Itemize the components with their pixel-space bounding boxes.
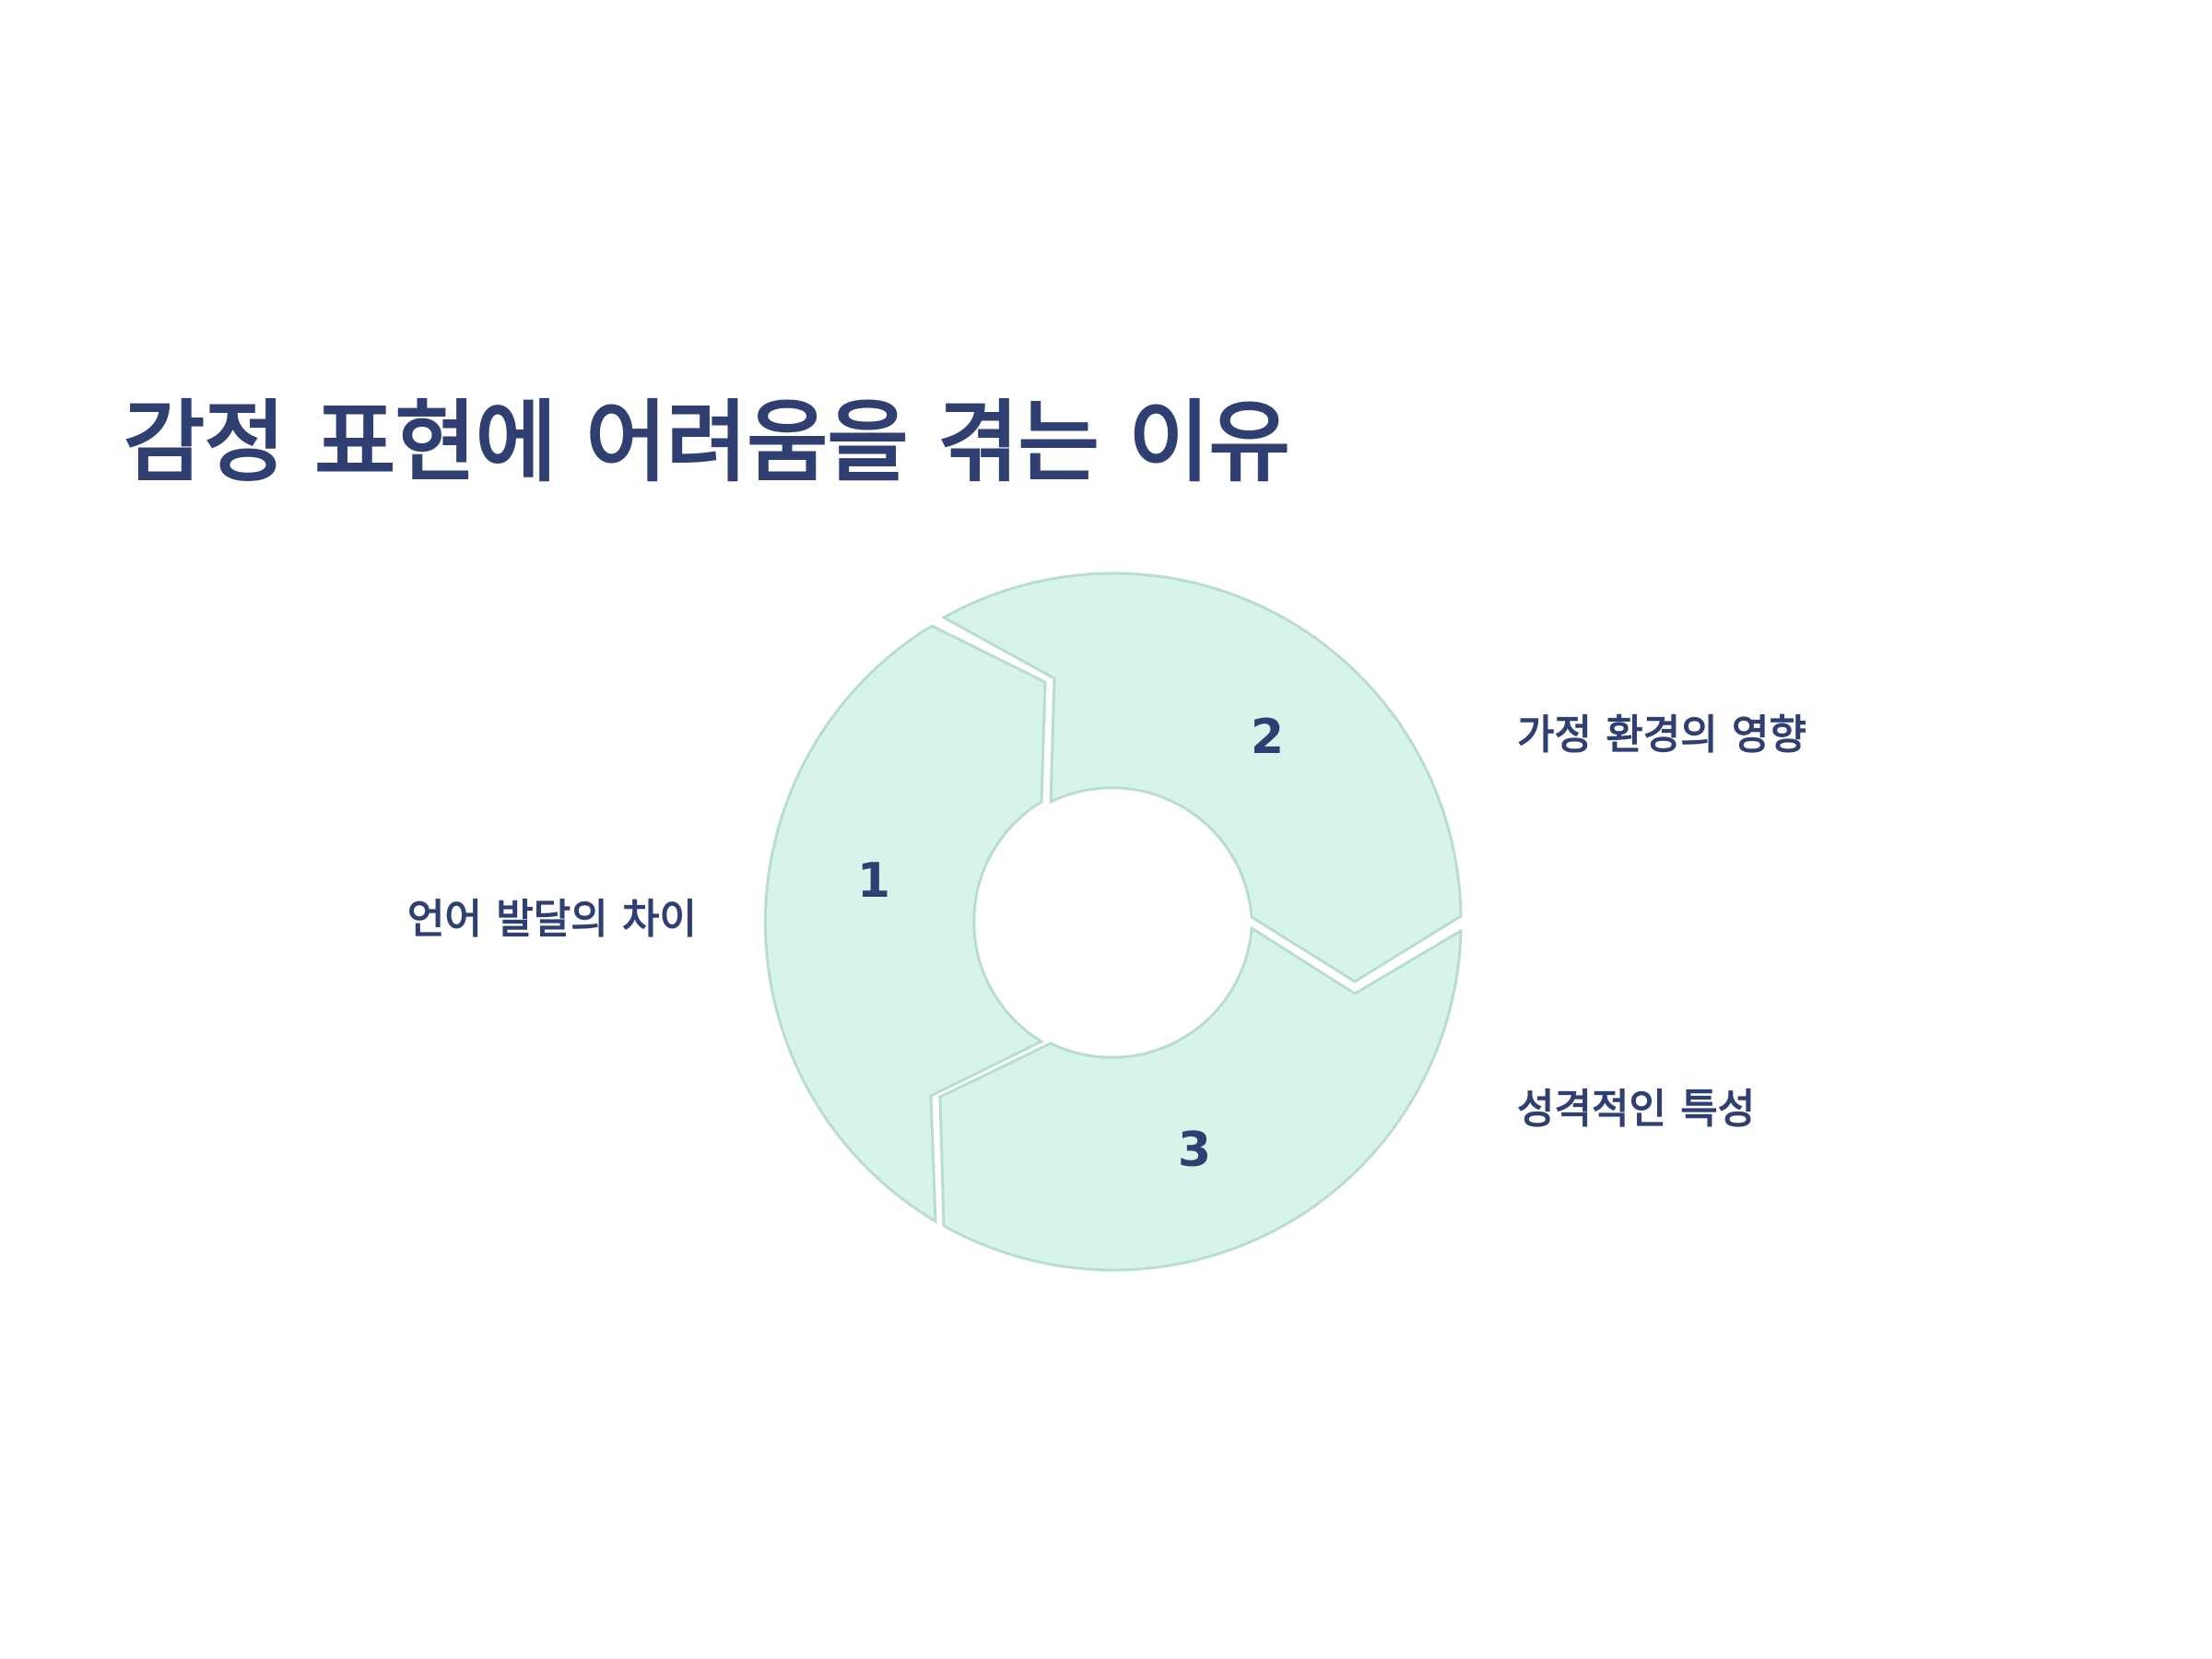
segment-2-label: 가정 환경의 영향 xyxy=(1517,712,1806,759)
segment-2-number: 2 xyxy=(1251,710,1284,765)
segment-1-label: 언어 발달의 차이 xyxy=(407,896,697,943)
slide-title: 감정 표현에 어려움을 겪는 이유 xyxy=(124,391,1290,494)
segment-3-number: 3 xyxy=(1178,1123,1211,1178)
segment-1 xyxy=(763,624,1047,1224)
segment-3 xyxy=(938,925,1463,1272)
segment-3-label: 성격적인 특성 xyxy=(1517,1086,1756,1133)
segment-2 xyxy=(940,571,1463,983)
segment-1-number: 1 xyxy=(857,853,890,909)
